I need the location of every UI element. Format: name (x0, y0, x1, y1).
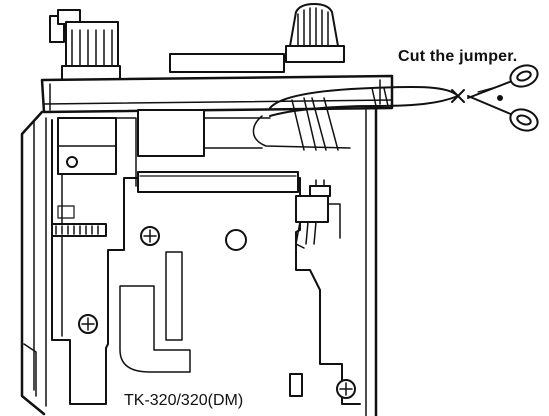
antenna-connector (50, 10, 120, 82)
jumper-wire (253, 87, 458, 150)
screw-head-icon (141, 227, 159, 245)
shield-box (138, 110, 270, 156)
scissors-icon (468, 62, 541, 134)
model-label: TK-320/320(DM) (124, 392, 244, 409)
wired-component (296, 180, 340, 248)
screw-head-icon (337, 380, 355, 398)
screw-head-icon (79, 315, 97, 333)
flat-module (138, 172, 298, 192)
chassis-body (22, 108, 376, 416)
cut-instruction-label: Cut the jumper. (398, 48, 518, 65)
top-cap (170, 54, 284, 72)
cut-mark (452, 90, 464, 102)
control-knob (286, 4, 344, 62)
module-block (58, 118, 136, 186)
connector-strip (52, 206, 106, 236)
board-slots (67, 157, 302, 396)
